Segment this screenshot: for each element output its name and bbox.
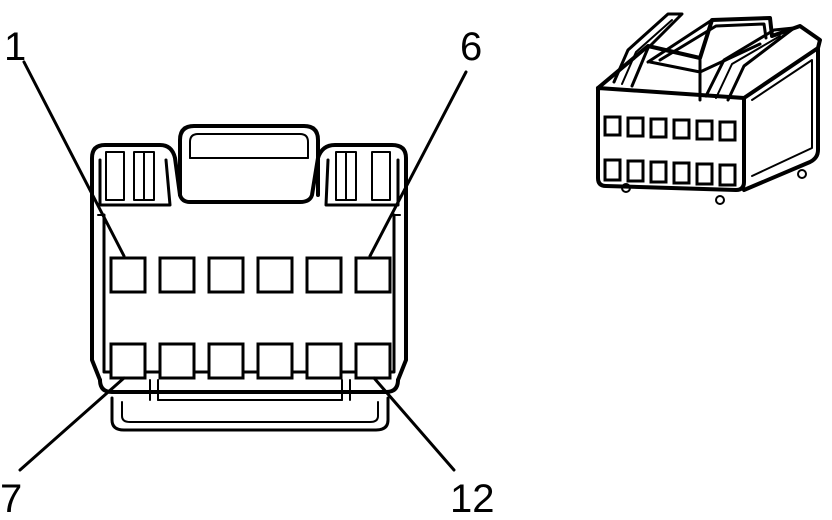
connector-top-key <box>178 124 320 197</box>
iso-cavity-7 <box>603 158 622 182</box>
iso-left-latch <box>612 12 684 88</box>
iso-cavity-10 <box>672 161 691 185</box>
cavity-pin-12 <box>354 342 392 380</box>
iso-foot-left <box>621 183 631 193</box>
connector-bottom-lip <box>98 378 400 394</box>
iso-cavity-row-top <box>603 115 737 142</box>
iso-cavity-6 <box>718 120 737 142</box>
cavity-pin-10 <box>256 342 294 380</box>
leader-pin-7 <box>18 376 126 472</box>
iso-foot-mid <box>715 195 725 205</box>
front-cavity-row-top <box>109 256 392 294</box>
iso-cavity-4 <box>672 118 691 140</box>
iso-top-shroud-inner <box>658 22 768 62</box>
iso-right-face <box>742 46 820 192</box>
right-latch-outer <box>324 158 400 207</box>
cavity-pin-11 <box>305 342 343 380</box>
leader-pin-6 <box>368 70 468 258</box>
iso-front-face <box>596 86 746 192</box>
label-pin-12: 12 <box>450 477 495 520</box>
iso-right-latch <box>704 26 796 102</box>
iso-cavity-8 <box>626 159 645 183</box>
connector-bottom-skirt-inner <box>121 401 379 423</box>
connector-isometric-view <box>596 12 822 205</box>
cavity-pin-6 <box>354 256 392 294</box>
cavity-pin-7 <box>109 342 147 380</box>
right-latch-slot-b <box>371 151 391 201</box>
cavity-pin-9 <box>207 342 245 380</box>
connector-body-outline <box>90 143 408 382</box>
iso-cavity-9 <box>649 160 668 184</box>
connector-face-frame <box>102 213 396 374</box>
front-cavity-row-bottom <box>109 342 392 380</box>
iso-right-latch-edge <box>715 35 781 99</box>
left-latch-outer <box>98 158 172 207</box>
cavity-pin-2 <box>158 256 196 294</box>
iso-cavity-row-bottom <box>603 158 737 187</box>
cavity-pin-3 <box>207 256 245 294</box>
iso-cavity-3 <box>649 117 668 139</box>
iso-left-latch-edge <box>621 19 673 85</box>
label-pin-1: 1 <box>4 25 26 69</box>
iso-top-shroud <box>646 18 762 102</box>
iso-cavity-11 <box>695 162 714 186</box>
iso-cavity-12 <box>718 163 737 187</box>
leader-pin-12 <box>372 376 456 472</box>
cavity-pin-5 <box>305 256 343 294</box>
leader-pin-1 <box>22 60 126 258</box>
iso-foot-right <box>797 169 807 179</box>
cavity-pin-1 <box>109 256 147 294</box>
iso-cavity-5 <box>695 119 714 141</box>
left-latch-slot-a <box>105 151 125 201</box>
label-pin-7: 7 <box>0 477 22 520</box>
cavity-pin-4 <box>256 256 294 294</box>
iso-right-face-detail <box>751 59 813 177</box>
label-pin-6: 6 <box>460 25 482 69</box>
iso-cavity-2 <box>626 116 645 138</box>
iso-cavity-1 <box>603 115 622 137</box>
connector-front-view: 1 6 7 12 <box>0 25 495 520</box>
connector-bottom-skirt <box>110 396 390 432</box>
connector-top-key-inner <box>189 133 309 159</box>
cavity-pin-8 <box>158 342 196 380</box>
